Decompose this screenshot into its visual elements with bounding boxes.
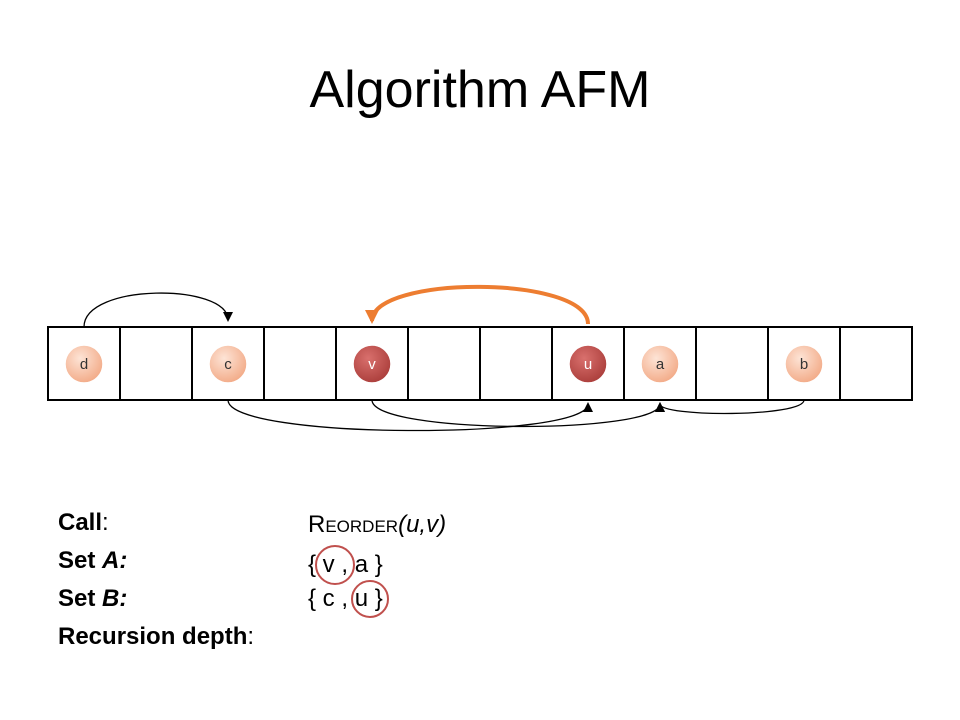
node-c [208, 344, 248, 384]
node-label-v: v [368, 356, 376, 373]
node-v [352, 344, 392, 384]
circle-mark-v [315, 545, 355, 585]
arc-c-to-u [227, 399, 593, 432]
circle-mark-u [351, 580, 389, 618]
call-value: REORDER(u,v) [308, 511, 447, 538]
node-u [568, 344, 608, 384]
set-a-label: Set A: [58, 547, 128, 574]
node-a [640, 344, 680, 384]
arc-u-to-v [365, 284, 590, 325]
set-b-label: Set B: [58, 585, 128, 612]
node-label-a: a [656, 356, 665, 373]
node-label-b: b [800, 356, 808, 373]
node-label-d: d [80, 356, 88, 373]
call-label: Call: [58, 509, 109, 536]
node-b [784, 344, 824, 384]
arc-v-to-a [371, 399, 665, 428]
arc-d-to-c [83, 292, 233, 328]
node-label-c: c [224, 356, 232, 373]
node-label-u: u [584, 356, 592, 373]
slide-title: Algorithm AFM [309, 61, 651, 119]
recursion-depth-label: Recursion depth: [58, 623, 255, 650]
arc-b-to-a [655, 399, 805, 415]
node-d [64, 344, 104, 384]
